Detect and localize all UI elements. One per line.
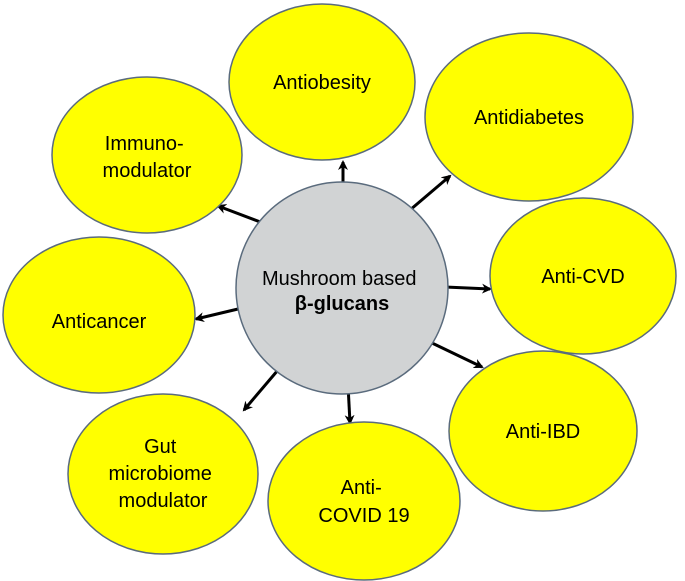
arrow-to-anti-ibd bbox=[431, 341, 484, 369]
node-label-anti-covid19: Anti- COVID 19 bbox=[318, 477, 409, 527]
center-node: Mushroom based β-glucans bbox=[235, 181, 449, 395]
arrow-to-antidiabetes bbox=[409, 174, 452, 212]
arrow-to-anticancer bbox=[194, 307, 239, 323]
arrow-to-gut-microbiome bbox=[242, 369, 280, 412]
node-label-anti-cvd: Anti-CVD bbox=[541, 266, 624, 288]
arrows bbox=[194, 160, 492, 425]
node-label-antidiabetes: Antidiabetes bbox=[474, 107, 584, 129]
node-anti-ibd: Anti-IBD bbox=[448, 350, 638, 512]
node-anti-cvd: Anti-CVD bbox=[489, 197, 677, 355]
node-anticancer: Anticancer bbox=[2, 236, 196, 394]
node-label-immunomodulator: Immuno- modulator bbox=[103, 133, 192, 182]
node-label-gut-microbiome-modulator: Gut microbiome modulator bbox=[109, 436, 218, 512]
arrow-to-immunomodulator bbox=[216, 204, 264, 225]
arrow-to-anti-cvd bbox=[444, 283, 492, 294]
node-anti-covid19: Anti- COVID 19 bbox=[267, 421, 461, 581]
node-label-anticancer: Anticancer bbox=[52, 311, 147, 333]
node-gut-microbiome-modulator: Gut microbiome modulator bbox=[67, 393, 259, 555]
node-antidiabetes: Antidiabetes bbox=[424, 32, 634, 202]
node-antiobesity: Antiobesity bbox=[228, 3, 416, 161]
center-label: Mushroom based β-glucans bbox=[262, 268, 422, 315]
node-label-antiobesity: Antiobesity bbox=[273, 72, 371, 94]
node-immunomodulator: Immuno- modulator bbox=[51, 76, 243, 234]
node-label-anti-ibd: Anti-IBD bbox=[506, 421, 580, 443]
